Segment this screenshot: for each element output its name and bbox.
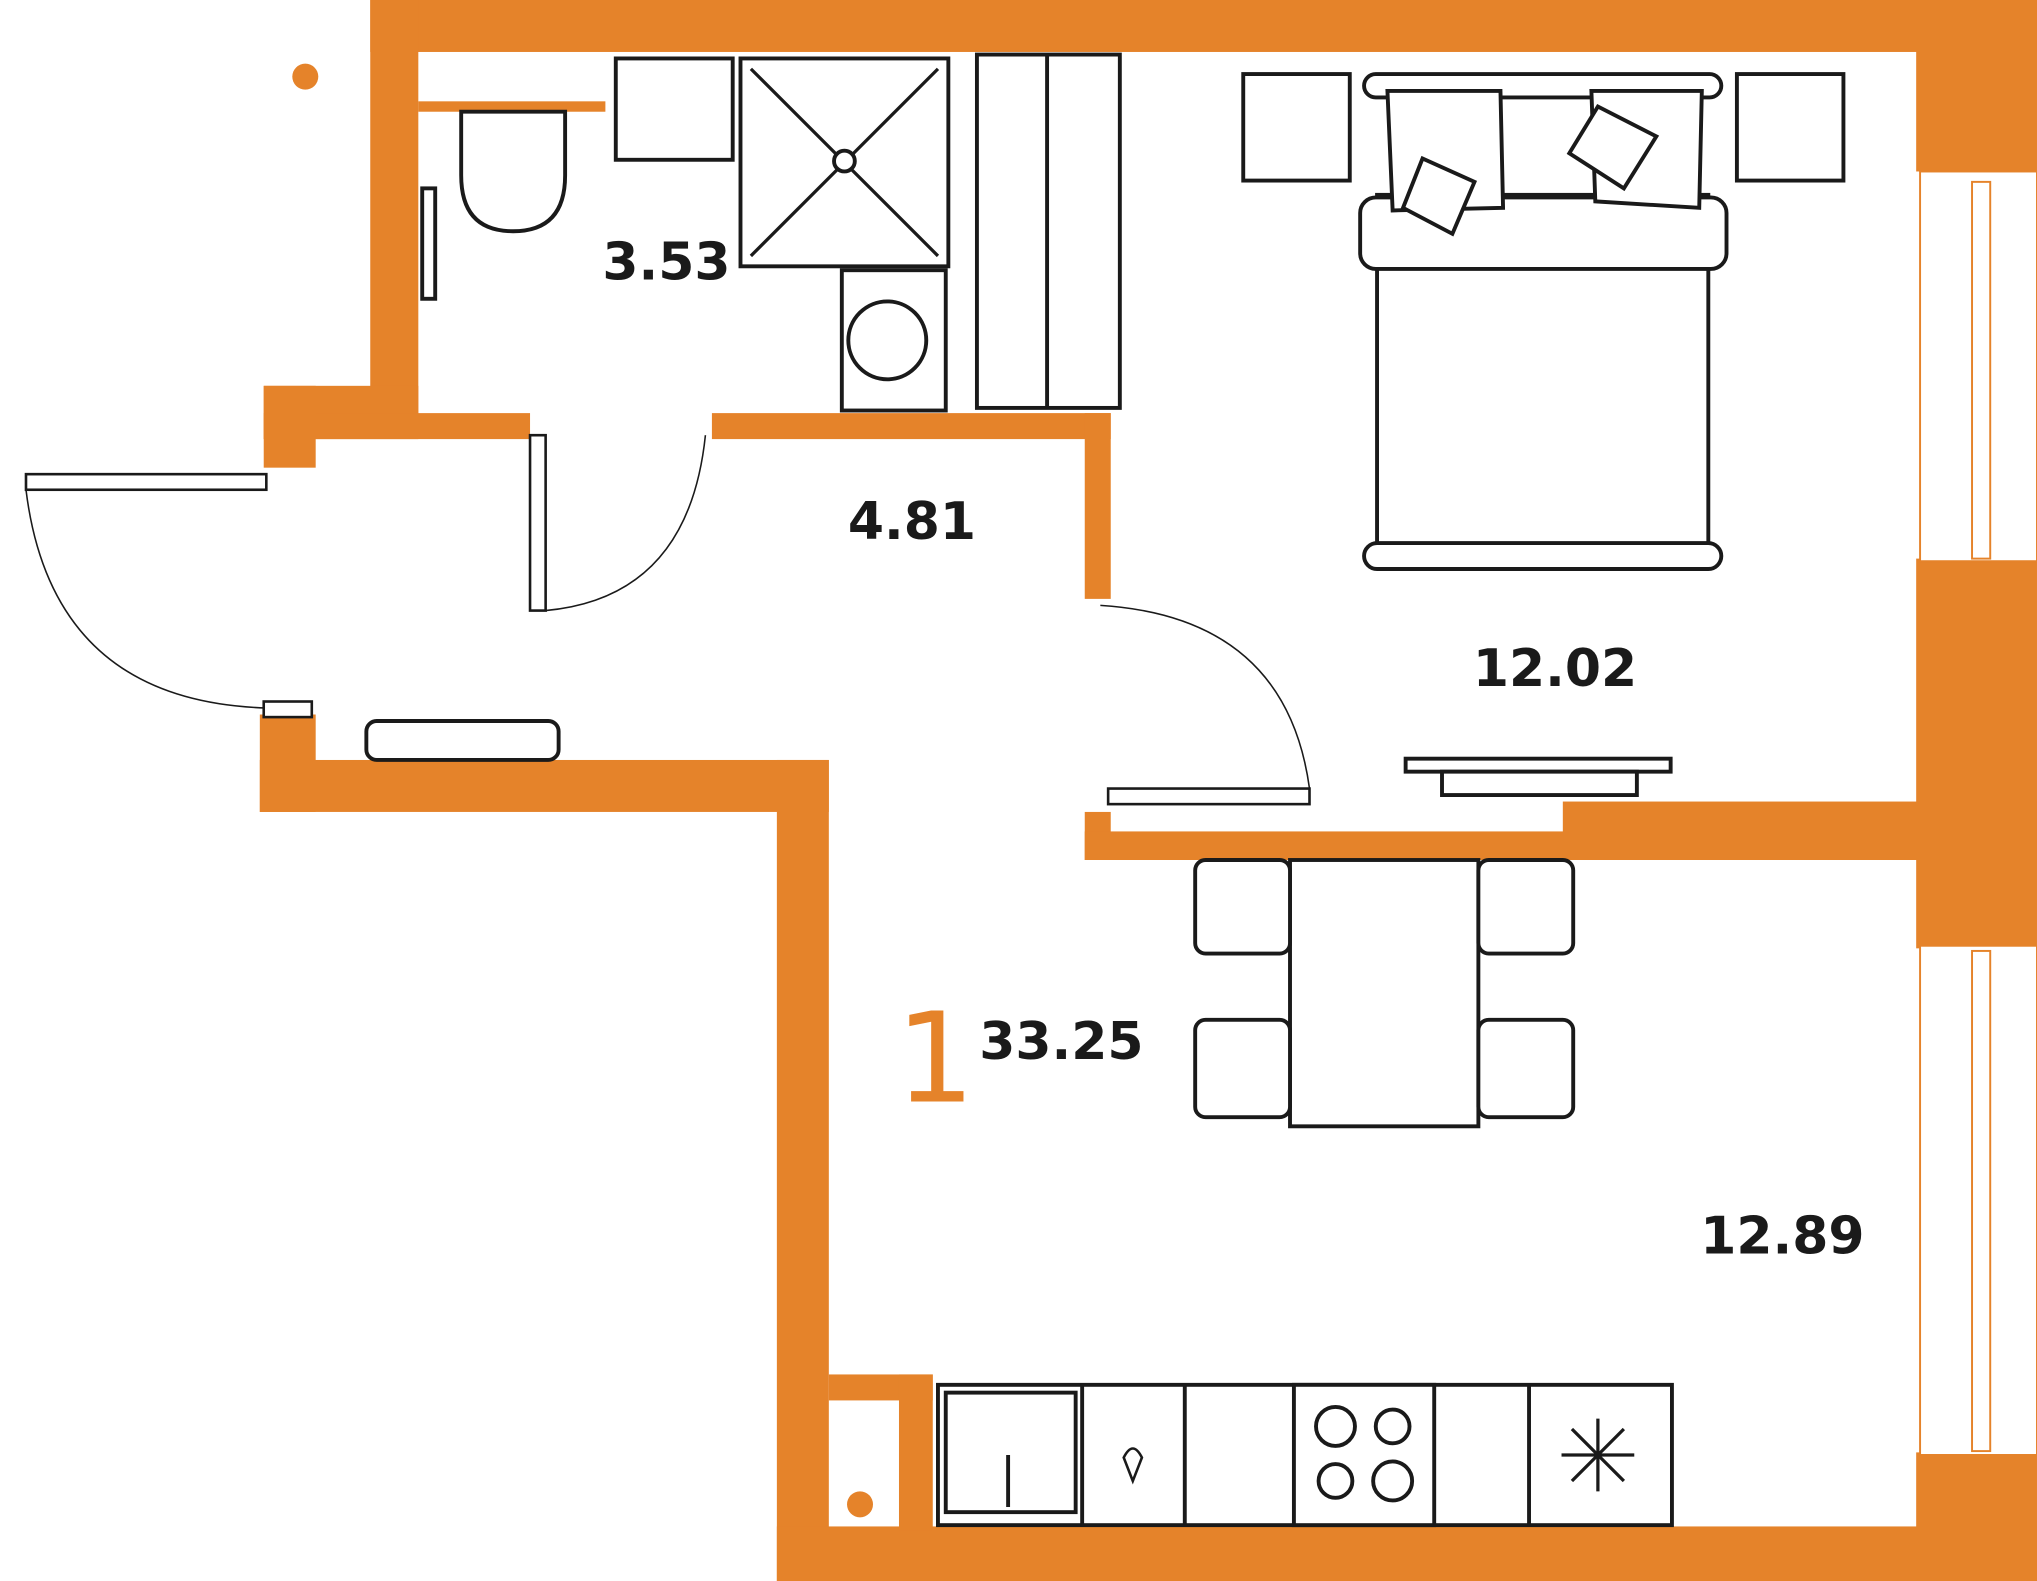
dining-table-icon [1288, 858, 1481, 1129]
riser-dot [292, 63, 319, 90]
bedroom-furniture [1241, 72, 1846, 797]
bedroom-area: 12.02 [1473, 639, 1637, 699]
toilet-icon [459, 109, 568, 234]
sink-icon [943, 1390, 1078, 1515]
bathroom-area: 3.53 [602, 232, 730, 292]
total-area: 33.25 [979, 1012, 1143, 1072]
sink-icon [613, 56, 735, 162]
riser-dot [847, 1491, 874, 1518]
stove-icon [1291, 1382, 1437, 1528]
tv-stand-icon [1403, 756, 1673, 774]
doors [24, 433, 1311, 806]
radiator-icon [364, 719, 561, 762]
kitchen-area: 12.89 [1700, 1207, 1864, 1267]
bathroom-fixtures [420, 52, 1122, 413]
chair-icon [1193, 858, 1292, 956]
chair-icon [1476, 1017, 1576, 1120]
walls [259, 0, 2037, 1581]
kitchen-furniture [936, 858, 1674, 1528]
room-count: 1 [896, 987, 975, 1132]
nightstand-icon [1241, 72, 1352, 183]
windows [1919, 170, 2037, 1456]
area-labels: 3.53 4.81 12.02 12.89 1 33.25 [602, 232, 1864, 1266]
chair-icon [1476, 858, 1576, 956]
radiator-icon [420, 186, 438, 301]
hallway-area: 4.81 [848, 492, 976, 552]
nightstand-icon [1734, 72, 1846, 183]
chair-icon [1193, 1017, 1292, 1120]
fridge-snowflake-icon [1561, 1418, 1635, 1492]
